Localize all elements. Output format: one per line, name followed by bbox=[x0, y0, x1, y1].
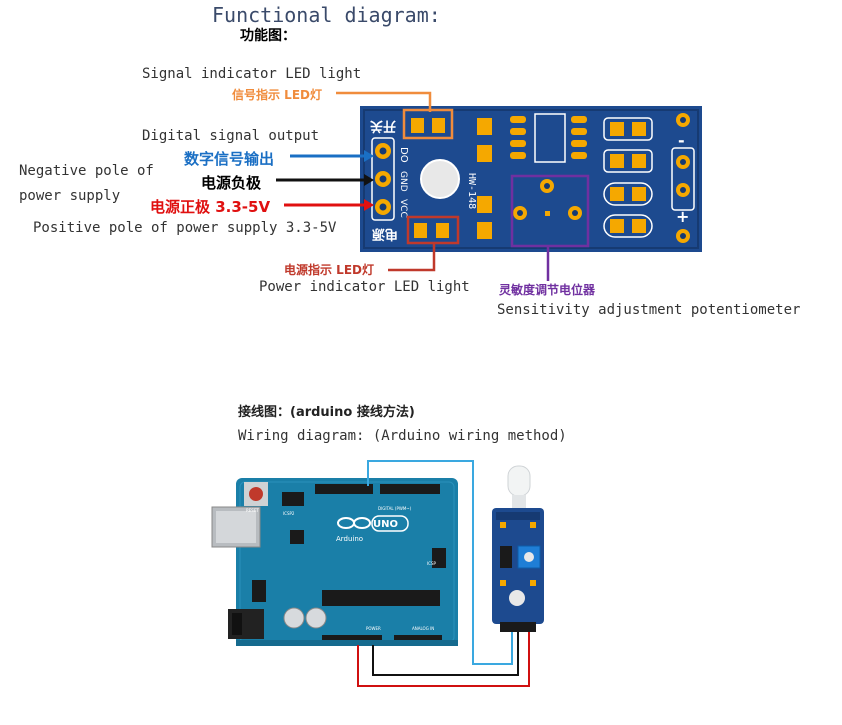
negative-pole-label-cn: 电源负极 bbox=[201, 174, 262, 192]
functional-title-en: Functional diagram: bbox=[212, 3, 441, 27]
uno-logo-label: UNO bbox=[373, 519, 398, 530]
minus-marking: - bbox=[678, 131, 685, 150]
ir-sensor-module bbox=[492, 465, 544, 632]
signal-led-callout-line bbox=[336, 91, 432, 112]
positive-pole-label-en: Positive pole of power supply 3.3-5V bbox=[33, 220, 337, 236]
smd-pads-middle bbox=[477, 116, 587, 239]
power-led-pads bbox=[414, 223, 449, 238]
digital-output-label-cn: 数字信号输出 bbox=[184, 150, 275, 168]
power-header-label: POWER bbox=[366, 626, 381, 631]
signal-led-label-en: Signal indicator LED light bbox=[142, 66, 362, 82]
smd-pads-right bbox=[610, 122, 646, 233]
potentiometer-label-en: Sensitivity adjustment potentiometer bbox=[497, 302, 801, 318]
power-led-label-en: Power indicator LED light bbox=[259, 279, 470, 295]
positive-pole-label-cn: 电源正极 3.3-5V bbox=[150, 198, 271, 216]
signal-wire bbox=[367, 460, 513, 665]
pin-label-gnd: GND bbox=[398, 171, 408, 192]
potentiometer-highlight-box bbox=[510, 174, 590, 248]
potentiometer-label-cn: 灵敏度调节电位器 bbox=[499, 283, 596, 297]
signal-led-label-cn: 信号指示 LED灯 bbox=[232, 88, 322, 102]
board-model-label: HW-148 bbox=[466, 173, 477, 209]
digital-output-label-en: Digital signal output bbox=[142, 128, 320, 144]
potentiometer-footprint bbox=[513, 179, 582, 220]
negative-pole-label-en-line2: power supply bbox=[19, 188, 121, 204]
arduino-logo-label: Arduino bbox=[336, 535, 363, 543]
pcb-text-power: 电源 bbox=[372, 226, 398, 242]
signal-led-pads bbox=[411, 118, 445, 133]
functional-title-cn: 功能图： bbox=[240, 28, 296, 44]
plus-marking: + bbox=[676, 207, 689, 226]
signal-led-highlight-box bbox=[402, 108, 454, 140]
vcc-wire bbox=[357, 632, 530, 687]
pin-label-vcc: VCC bbox=[398, 199, 408, 218]
header-pins-right bbox=[671, 113, 695, 243]
gnd-wire bbox=[372, 632, 519, 676]
reset-button-label: RESET bbox=[246, 508, 259, 513]
header-pins-left bbox=[371, 137, 395, 221]
icsp-label: ICSP bbox=[427, 561, 437, 566]
arduino-uno-board bbox=[211, 478, 458, 646]
icsp2-label: ICSP2 bbox=[283, 511, 295, 516]
pcb-text-switch: 开关 bbox=[370, 118, 396, 134]
wiring-title-en: Wiring diagram: (Arduino wiring method) bbox=[238, 428, 567, 444]
negative-pole-label-en-line1: Negative pole of bbox=[19, 163, 154, 179]
power-led-callout-line bbox=[388, 243, 436, 272]
digital-header-label: DIGITAL (PWM~) bbox=[378, 506, 412, 511]
ic-chip-outline bbox=[534, 113, 566, 163]
pin-label-do: DO bbox=[398, 147, 409, 163]
power-led-label-cn: 电源指示 LED灯 bbox=[284, 263, 374, 277]
ir-receiver-dome bbox=[420, 159, 460, 199]
analog-header-label: ANALOG IN bbox=[412, 626, 434, 631]
wiring-title-cn: 接线图：(arduino 接线方法) bbox=[238, 405, 415, 420]
